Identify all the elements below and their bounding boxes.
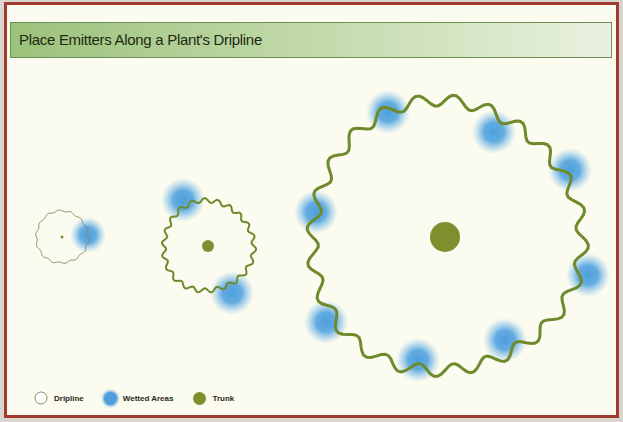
wetted-area bbox=[210, 271, 254, 315]
legend-item: Dripline bbox=[34, 391, 84, 405]
dripline bbox=[36, 210, 89, 263]
title: Place Emitters Along a Plant's Dripline bbox=[19, 31, 262, 48]
legend-swatch bbox=[104, 392, 117, 405]
legend-text: Trunk bbox=[212, 394, 234, 403]
dripline bbox=[162, 198, 256, 292]
legend-text: Dripline bbox=[54, 394, 84, 403]
wetted-area bbox=[472, 110, 516, 154]
legend-text: Wetted Areas bbox=[123, 394, 174, 403]
trunk bbox=[61, 236, 64, 239]
dripline bbox=[307, 95, 588, 376]
wetted-area bbox=[294, 190, 338, 234]
legend-item: Trunk bbox=[193, 392, 234, 405]
legend: Dripline Wetted Areas Trunk bbox=[34, 390, 254, 406]
legend-outline-sample bbox=[34, 391, 48, 405]
trunk bbox=[430, 222, 460, 252]
legend-swatch bbox=[193, 392, 206, 405]
title-bar: Place Emitters Along a Plant's Dripline bbox=[10, 22, 612, 58]
wetted-area bbox=[161, 178, 205, 222]
dripline-sample bbox=[35, 392, 47, 404]
legend-item: Wetted Areas bbox=[104, 392, 174, 405]
trunk bbox=[202, 240, 214, 252]
